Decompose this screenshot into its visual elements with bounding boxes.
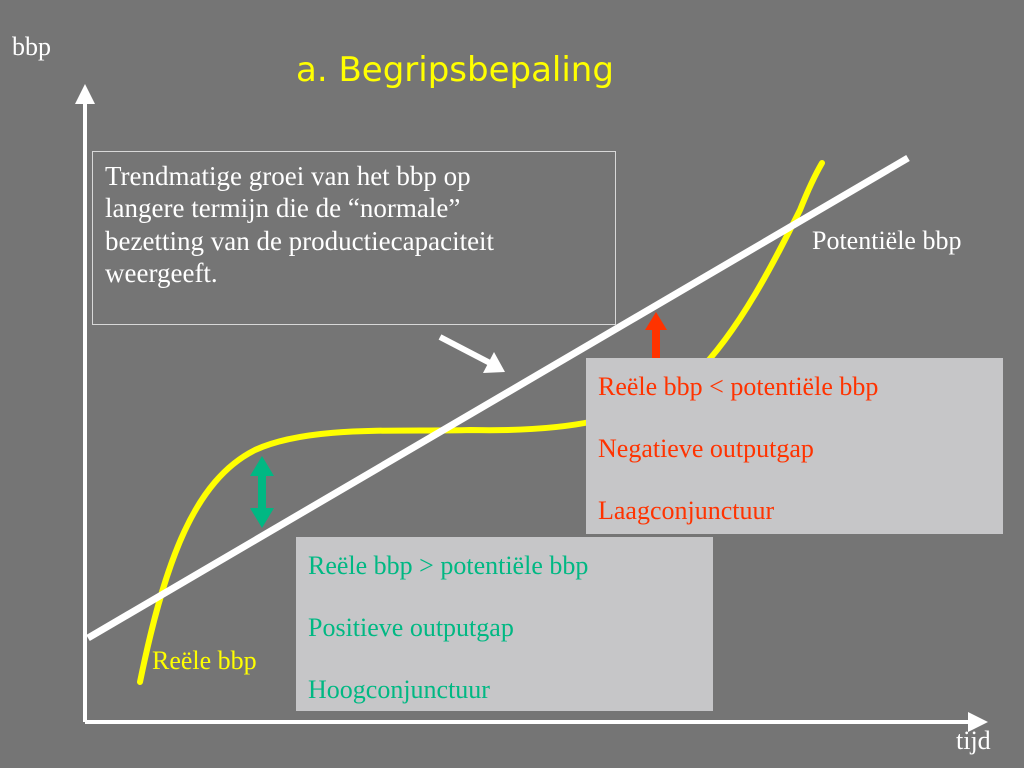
potential-gdp-label: Potentiële bbp	[812, 226, 962, 255]
x-axis-label: tijd	[956, 726, 991, 755]
positive-gap-name: Positieve outputgap	[308, 613, 514, 642]
positive-gap-box: Reële bbp > potentiële bbp Positieve out…	[296, 537, 713, 711]
real-gdp-label: Reële bbp	[152, 646, 257, 675]
potential-gdp-line	[86, 154, 910, 642]
positive-gap-phase: Hoogconjunctuur	[308, 675, 490, 704]
definition-line: Trendmatige groei van het bbp op	[105, 161, 471, 191]
positive-gap-arrow	[250, 456, 274, 528]
pointer-arrow-shaft	[438, 334, 492, 366]
y-axis-label: bbp	[12, 32, 51, 61]
definition-line: weergeeft.	[105, 258, 218, 289]
definition-line: langere termijn die de “normale”	[105, 193, 461, 224]
negative-gap-phase: Laagconjunctuur	[598, 496, 775, 525]
definition-line: bezetting van de productiecapaciteit	[105, 225, 495, 256]
x-axis-arrowhead	[968, 712, 988, 732]
negative-gap-condition: Reële bbp < potentiële bbp	[598, 372, 879, 401]
y-axis-arrowhead	[75, 84, 95, 104]
negative-gap-box: Reële bbp < potentiële bbp Negatieve out…	[586, 358, 1003, 534]
positive-gap-condition: Reële bbp > potentiële bbp	[308, 551, 589, 580]
negative-gap-name: Negatieve outputgap	[598, 434, 814, 463]
pointer-arrow-head	[483, 352, 505, 373]
real-gdp-curve	[137, 160, 825, 685]
page-title: a. Begripsbepaling	[296, 50, 614, 90]
definition-box: Trendmatige groei van het bbp op langere…	[92, 151, 616, 325]
